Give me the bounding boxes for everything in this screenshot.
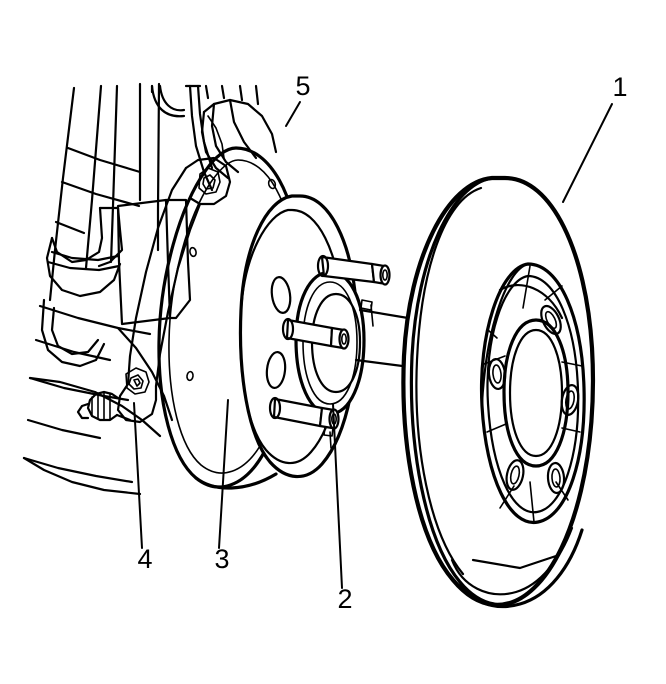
brake-rotor-group xyxy=(401,175,596,609)
callout-1-brake-rotor[interactable]: 1 xyxy=(562,72,628,203)
leader-line-4 xyxy=(133,402,143,549)
steering-knuckle-group xyxy=(22,82,192,496)
leader-line-5 xyxy=(285,101,301,127)
callout-number-1: 1 xyxy=(612,72,627,102)
wheel-stud-middle xyxy=(281,317,350,350)
callout-2-wheel-stud[interactable]: 2 xyxy=(332,403,353,614)
callout-4-brake-shield[interactable]: 4 xyxy=(133,402,153,574)
callout-number-2: 2 xyxy=(337,584,352,614)
callout-5-knuckle-bracket[interactable]: 5 xyxy=(285,71,311,127)
callout-3-wheel-hub-bearing[interactable]: 3 xyxy=(214,399,230,574)
leader-line-1 xyxy=(562,103,613,203)
leader-line-3 xyxy=(218,399,229,549)
callout-number-3: 3 xyxy=(214,544,229,574)
leader-line-2 xyxy=(332,403,343,589)
rotor-web-spokes xyxy=(483,265,583,523)
callout-number-4: 4 xyxy=(137,544,152,574)
wheel-hub-bearing-group xyxy=(238,194,391,479)
callout-layer: 1 2 3 4 5 xyxy=(133,71,628,614)
wheel-stud-upper xyxy=(316,254,391,286)
callout-number-5: 5 xyxy=(295,71,310,101)
knuckle-upper-bracket xyxy=(150,84,278,192)
